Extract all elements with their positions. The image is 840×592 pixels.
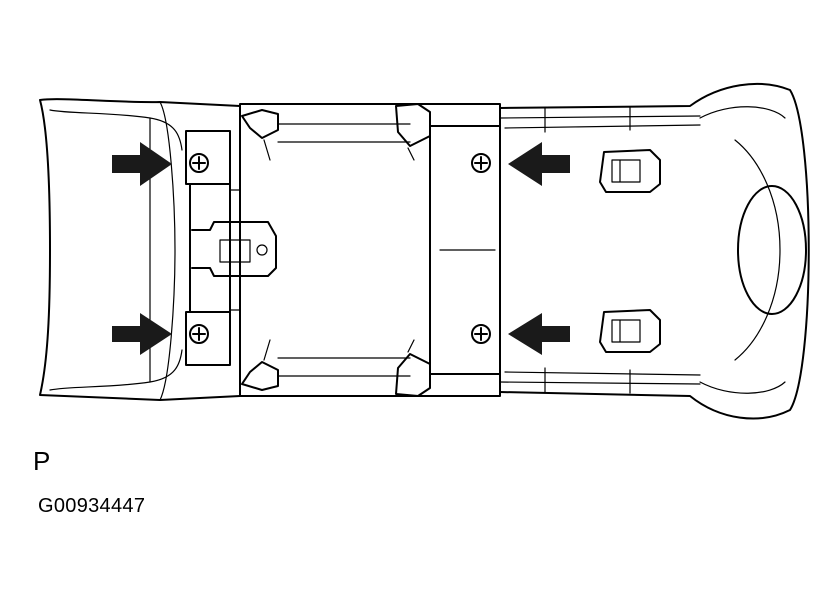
screw-lower-left — [189, 324, 209, 344]
screw-upper-left — [189, 153, 209, 173]
arrow-upper-left-screw — [112, 142, 172, 186]
clip-upper-right — [599, 149, 661, 193]
figure-code: G00934447 — [38, 495, 146, 517]
arrow-lower-right-screw — [508, 313, 570, 355]
view-label: P — [33, 446, 51, 476]
console-outline — [39, 82, 810, 420]
bracket-assembly — [185, 103, 501, 397]
screw-lower-right — [471, 324, 491, 344]
screw-upper-right — [471, 153, 491, 173]
arrow-lower-left-screw — [112, 313, 172, 355]
clip-lower-right — [599, 309, 661, 353]
arrow-upper-right-screw — [508, 142, 570, 186]
